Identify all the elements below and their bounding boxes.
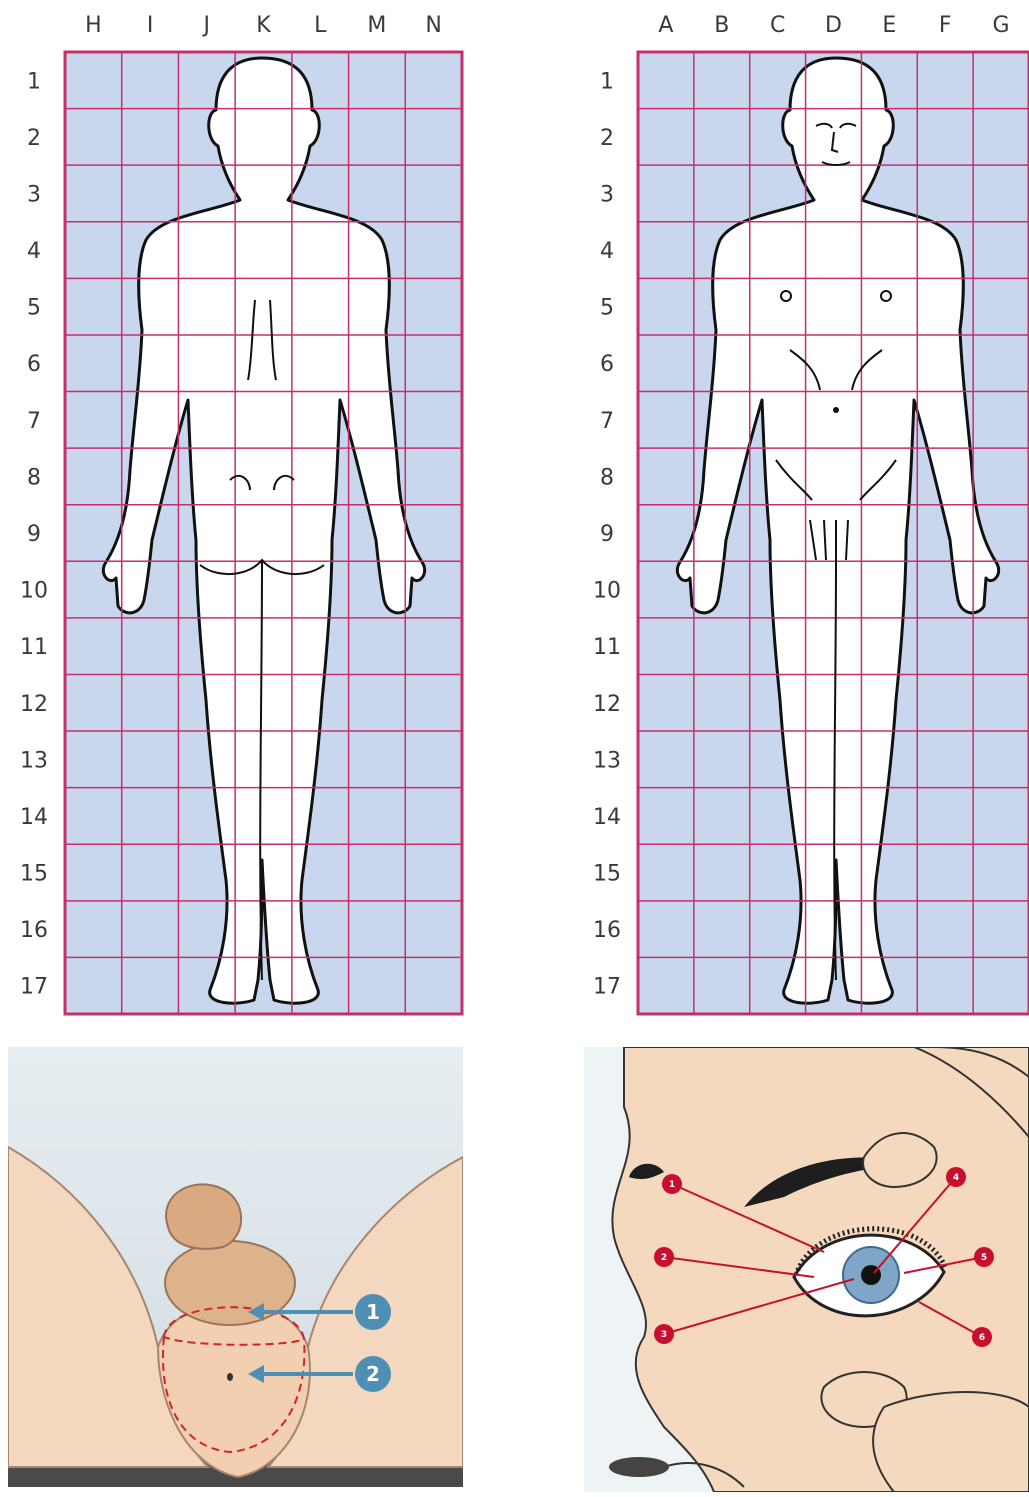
front-column-label-a: A [658, 13, 673, 38]
perineum-illustration: 1 2 [8, 1047, 463, 1487]
front-row-label-6: 6 [600, 352, 614, 377]
svg-text:5: 5 [981, 1253, 987, 1263]
back-row-label-10: 10 [20, 579, 48, 604]
back-column-labels: H I J K L M N [85, 13, 442, 38]
svg-text:1: 1 [669, 1180, 675, 1190]
penis [166, 1184, 241, 1248]
back-row-label-14: 14 [20, 805, 48, 830]
front-column-label-c: C [770, 13, 785, 38]
front-column-label-f: F [939, 13, 952, 38]
back-column-label-i: I [147, 13, 154, 38]
eye-callout-1: 1 [662, 1174, 682, 1194]
back-row-label-3: 3 [27, 182, 41, 207]
front-column-label-e: E [882, 13, 896, 38]
front-row-label-14: 14 [593, 805, 621, 830]
eye-callout-6: 6 [972, 1327, 992, 1347]
navel-mark [833, 407, 839, 413]
front-row-label-9: 9 [600, 522, 614, 547]
back-row-label-7: 7 [27, 409, 41, 434]
back-row-label-13: 13 [20, 748, 48, 773]
front-row-label-17: 17 [593, 975, 621, 1000]
back-row-label-9: 9 [27, 522, 41, 547]
front-column-label-d: D [825, 13, 842, 38]
front-row-label-10: 10 [593, 579, 621, 604]
front-column-labels: A B C D E F G [658, 13, 1009, 38]
nostril [609, 1457, 669, 1477]
perineum-illustration-svg: 1 2 [8, 1047, 463, 1487]
anus-mark [227, 1373, 233, 1381]
eye-callout-5: 5 [974, 1247, 994, 1267]
front-row-label-13: 13 [593, 748, 621, 773]
hand-bottom [873, 1392, 1029, 1492]
front-row-label-7: 7 [600, 409, 614, 434]
front-row-label-5: 5 [600, 296, 614, 321]
svg-text:2: 2 [661, 1253, 667, 1263]
front-row-label-3: 3 [600, 182, 614, 207]
front-row-label-1: 1 [600, 69, 614, 94]
front-column-label-b: B [714, 13, 729, 38]
back-column-label-n: N [425, 13, 441, 38]
eye-illustration: 1 2 3 4 5 6 [584, 1047, 1029, 1492]
front-row-label-2: 2 [600, 126, 614, 151]
back-row-label-2: 2 [27, 126, 41, 151]
back-column-label-h: H [85, 13, 102, 38]
back-row-label-1: 1 [27, 69, 41, 94]
back-row-label-17: 17 [20, 975, 48, 1000]
back-column-label-l: L [314, 13, 327, 38]
callout-2-label: 2 [366, 1362, 380, 1386]
front-row-label-4: 4 [600, 239, 614, 264]
back-row-label-11: 11 [20, 635, 48, 660]
back-row-label-4: 4 [27, 239, 41, 264]
eye-callout-2: 2 [654, 1247, 674, 1267]
back-column-label-j: J [202, 13, 211, 38]
front-row-label-12: 12 [593, 692, 621, 717]
back-row-label-16: 16 [20, 918, 48, 943]
front-row-label-16: 16 [593, 918, 621, 943]
back-row-label-12: 12 [20, 692, 48, 717]
eye-callout-3: 3 [654, 1324, 674, 1344]
front-column-label-g: G [993, 13, 1010, 38]
front-row-label-8: 8 [600, 465, 614, 490]
back-row-label-5: 5 [27, 296, 41, 321]
svg-text:4: 4 [953, 1173, 959, 1183]
svg-text:3: 3 [661, 1330, 667, 1340]
back-row-label-6: 6 [27, 352, 41, 377]
back-row-label-8: 8 [27, 465, 41, 490]
back-row-label-15: 15 [20, 862, 48, 887]
eye-callout-4: 4 [946, 1167, 966, 1187]
front-row-label-15: 15 [593, 862, 621, 887]
callout-1-label: 1 [366, 1300, 380, 1324]
front-row-label-11: 11 [593, 635, 621, 660]
eye-illustration-svg: 1 2 3 4 5 6 [584, 1047, 1029, 1492]
back-column-label-k: K [256, 13, 271, 38]
back-column-label-m: M [367, 13, 386, 38]
svg-text:6: 6 [979, 1333, 985, 1343]
